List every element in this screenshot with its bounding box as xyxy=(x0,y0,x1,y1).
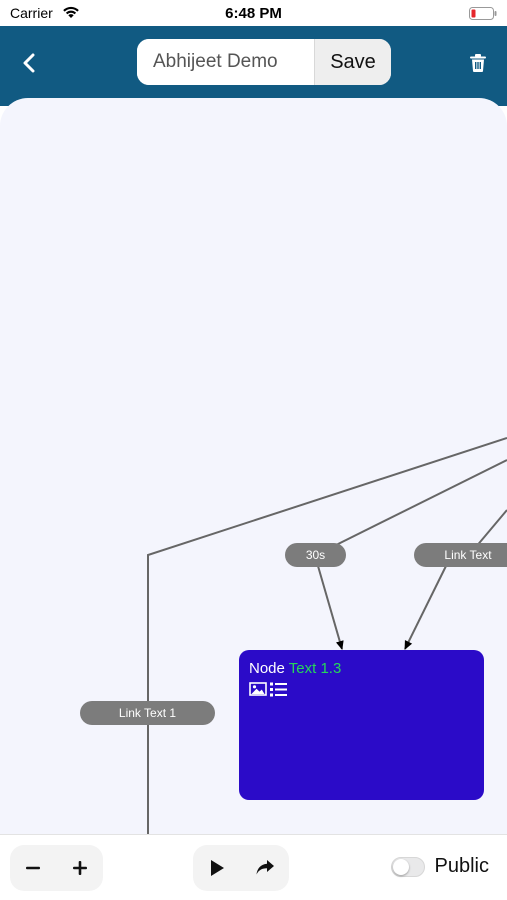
wifi-icon xyxy=(62,5,80,24)
status-bar: Carrier 6:48 PM xyxy=(0,0,507,26)
play-icon xyxy=(211,860,224,876)
save-button[interactable]: Save xyxy=(314,39,391,85)
title-group: Save xyxy=(137,39,391,85)
link-label-link-text[interactable]: Link Text xyxy=(414,543,507,567)
minus-icon xyxy=(26,866,41,870)
delete-button[interactable] xyxy=(466,50,490,76)
edge-30s-arrow xyxy=(317,565,344,650)
flow-canvas[interactable]: 30s Link Text Link Text 1 Node Text 1.3 xyxy=(0,98,507,834)
node-name: Node xyxy=(249,660,285,677)
status-time: 6:48 PM xyxy=(225,5,282,22)
public-setting: Public xyxy=(390,855,489,878)
node-title: Node Text 1.3 xyxy=(249,660,474,677)
image-icon xyxy=(249,682,267,696)
back-button[interactable] xyxy=(14,48,44,78)
edge-30s-upper xyxy=(317,459,507,555)
play-button[interactable] xyxy=(200,851,234,885)
bottom-toolbar: Public xyxy=(0,834,507,900)
header-bar: Save xyxy=(0,26,507,106)
zoom-in-button[interactable] xyxy=(63,851,97,885)
title-input[interactable] xyxy=(137,39,314,85)
list-icon xyxy=(270,682,287,697)
flow-node[interactable]: Node Text 1.3 xyxy=(239,650,484,800)
public-label: Public xyxy=(434,855,489,877)
link-label-link-text-1[interactable]: Link Text 1 xyxy=(80,701,215,725)
edge-layer xyxy=(147,437,507,834)
battery-icon xyxy=(469,7,497,25)
link-label-30s[interactable]: 30s xyxy=(285,543,346,567)
playback-controls xyxy=(193,845,289,891)
node-icons xyxy=(249,682,474,697)
toggle-knob xyxy=(392,858,409,875)
node-text: Text 1.3 xyxy=(288,660,342,677)
plus-icon xyxy=(72,861,87,875)
edge-link-text-arrow xyxy=(404,565,447,650)
share-button[interactable] xyxy=(248,851,282,885)
chevron-left-icon xyxy=(23,53,35,73)
zoom-controls xyxy=(10,845,103,891)
carrier-label: Carrier xyxy=(10,5,53,21)
trash-icon xyxy=(470,54,486,72)
zoom-out-button[interactable] xyxy=(16,851,50,885)
edge-link-text-1 xyxy=(147,437,507,834)
public-toggle[interactable] xyxy=(390,856,425,877)
redo-arrow-icon xyxy=(256,860,274,875)
